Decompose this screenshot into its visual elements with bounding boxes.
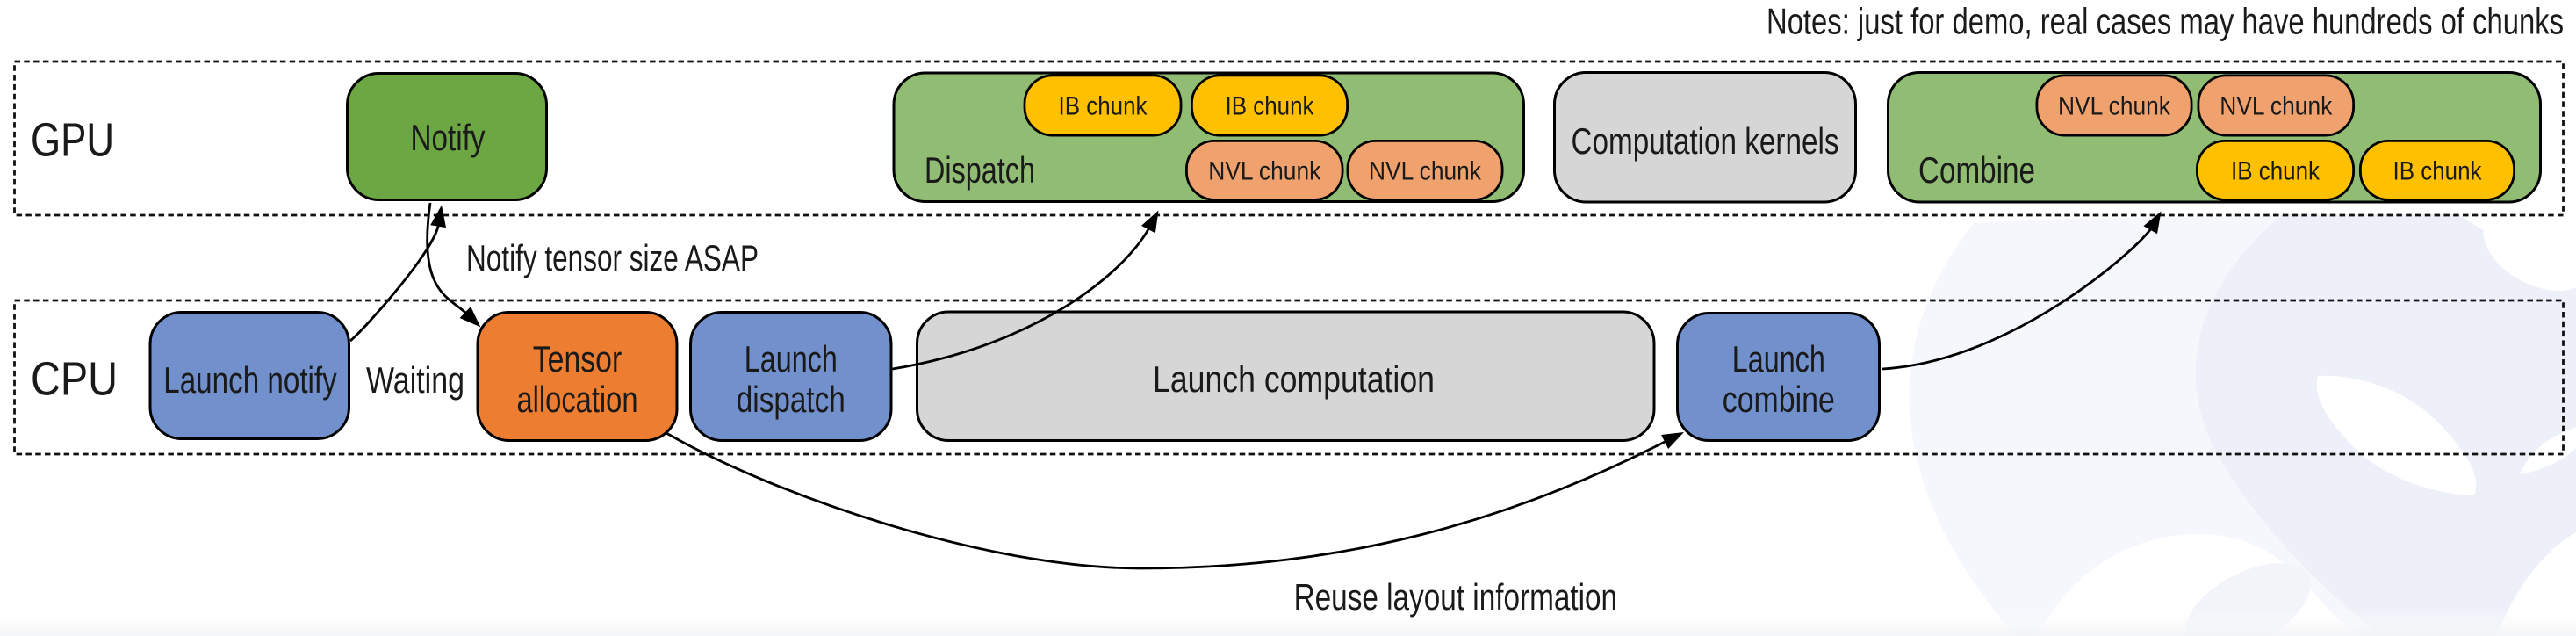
svg-text:IB chunk: IB chunk (1059, 92, 1148, 121)
svg-text:NVL chunk: NVL chunk (1208, 157, 1321, 186)
svg-text:Computation kernels: Computation kernels (1572, 120, 1839, 162)
svg-text:dispatch: dispatch (737, 379, 845, 420)
svg-text:NVL chunk: NVL chunk (2220, 92, 2333, 121)
svg-text:Notify: Notify (411, 117, 486, 158)
svg-text:Dispatch: Dispatch (925, 149, 1035, 191)
svg-text:NVL chunk: NVL chunk (1369, 157, 1482, 186)
svg-text:Notes: just for demo, real cas: Notes: just for demo, real cases may hav… (1767, 1, 2564, 42)
svg-text:NVL chunk: NVL chunk (2058, 92, 2171, 121)
svg-text:CPU: CPU (31, 353, 118, 406)
svg-text:IB chunk: IB chunk (1226, 92, 1315, 121)
svg-text:Reuse layout information: Reuse layout information (1294, 576, 1618, 618)
svg-text:Tensor: Tensor (533, 338, 622, 379)
svg-text:Notify tensor size ASAP: Notify tensor size ASAP (466, 237, 759, 278)
svg-text:IB chunk: IB chunk (2231, 157, 2321, 186)
svg-text:allocation: allocation (517, 379, 638, 420)
svg-text:Launch: Launch (1732, 338, 1825, 379)
svg-text:Launch: Launch (745, 338, 838, 379)
svg-text:Launch computation: Launch computation (1153, 358, 1435, 400)
svg-text:IB chunk: IB chunk (2393, 157, 2483, 186)
svg-text:GPU: GPU (31, 114, 114, 167)
svg-text:Launch notify: Launch notify (163, 359, 337, 401)
svg-text:Waiting: Waiting (366, 359, 464, 401)
svg-text:combine: combine (1723, 379, 1835, 420)
svg-text:Combine: Combine (1918, 149, 2035, 191)
